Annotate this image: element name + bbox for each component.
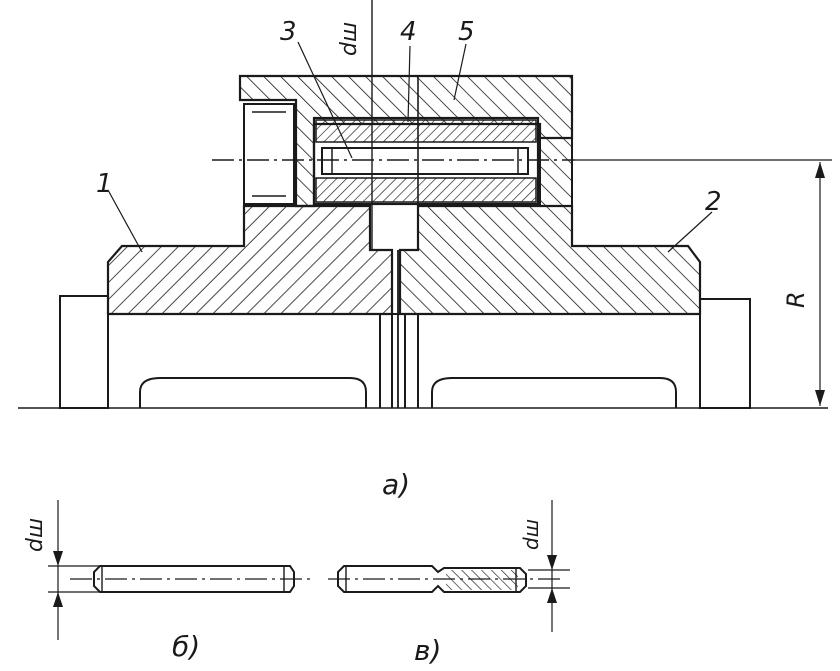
pin-v-arrow-bottom (547, 588, 557, 603)
leader-4 (407, 45, 411, 123)
half-coupling-right (398, 204, 702, 316)
pin-v-knurl (446, 570, 518, 590)
label-part-1: 1 (96, 169, 113, 199)
pin-view-b: dш б) (23, 500, 310, 663)
caption-view-b: б) (172, 630, 200, 663)
pin-view-v: dш в) (328, 500, 570, 667)
recess-left (139, 377, 367, 408)
label-part-5: 5 (458, 17, 475, 47)
radius-arrow-top (815, 162, 825, 178)
cover-detail (252, 111, 286, 197)
cover-plate (243, 103, 295, 205)
pin-v-body (337, 565, 527, 593)
half-coupling-left (106, 204, 394, 316)
bushing-top (315, 119, 537, 143)
ring-right-block (539, 137, 573, 207)
recess-right (431, 377, 677, 408)
section-view-a: 1 2 3 4 5 dш R а) (18, 0, 832, 501)
pin-b-arrow-top (53, 551, 63, 566)
pin-b-body (93, 565, 295, 593)
label-radius: R (782, 291, 810, 308)
label-pin-diameter-top: dш (337, 22, 362, 56)
pin-v-arrow-top (547, 555, 557, 570)
leader-2 (667, 211, 713, 253)
hub-left (107, 314, 393, 408)
pin-b-arrow-bottom (53, 592, 63, 607)
leader-1 (107, 189, 143, 253)
label-part-3: 3 (280, 17, 297, 47)
label-pin-diameter-b: dш (23, 518, 48, 552)
caption-view-v: в) (414, 634, 441, 667)
label-pin-diameter-v: dш (519, 519, 543, 550)
hub-right (404, 314, 701, 408)
bushing-bottom (315, 177, 537, 203)
right-shaft (699, 298, 751, 409)
pin (321, 147, 529, 175)
leader-3 (297, 41, 353, 159)
radius-arrow-bottom (815, 390, 825, 406)
label-part-2: 2 (705, 187, 722, 217)
leader-5 (453, 43, 467, 101)
left-shaft (59, 295, 109, 409)
label-part-4: 4 (400, 17, 417, 47)
caption-view-a: а) (382, 468, 410, 501)
bushing (312, 116, 540, 206)
